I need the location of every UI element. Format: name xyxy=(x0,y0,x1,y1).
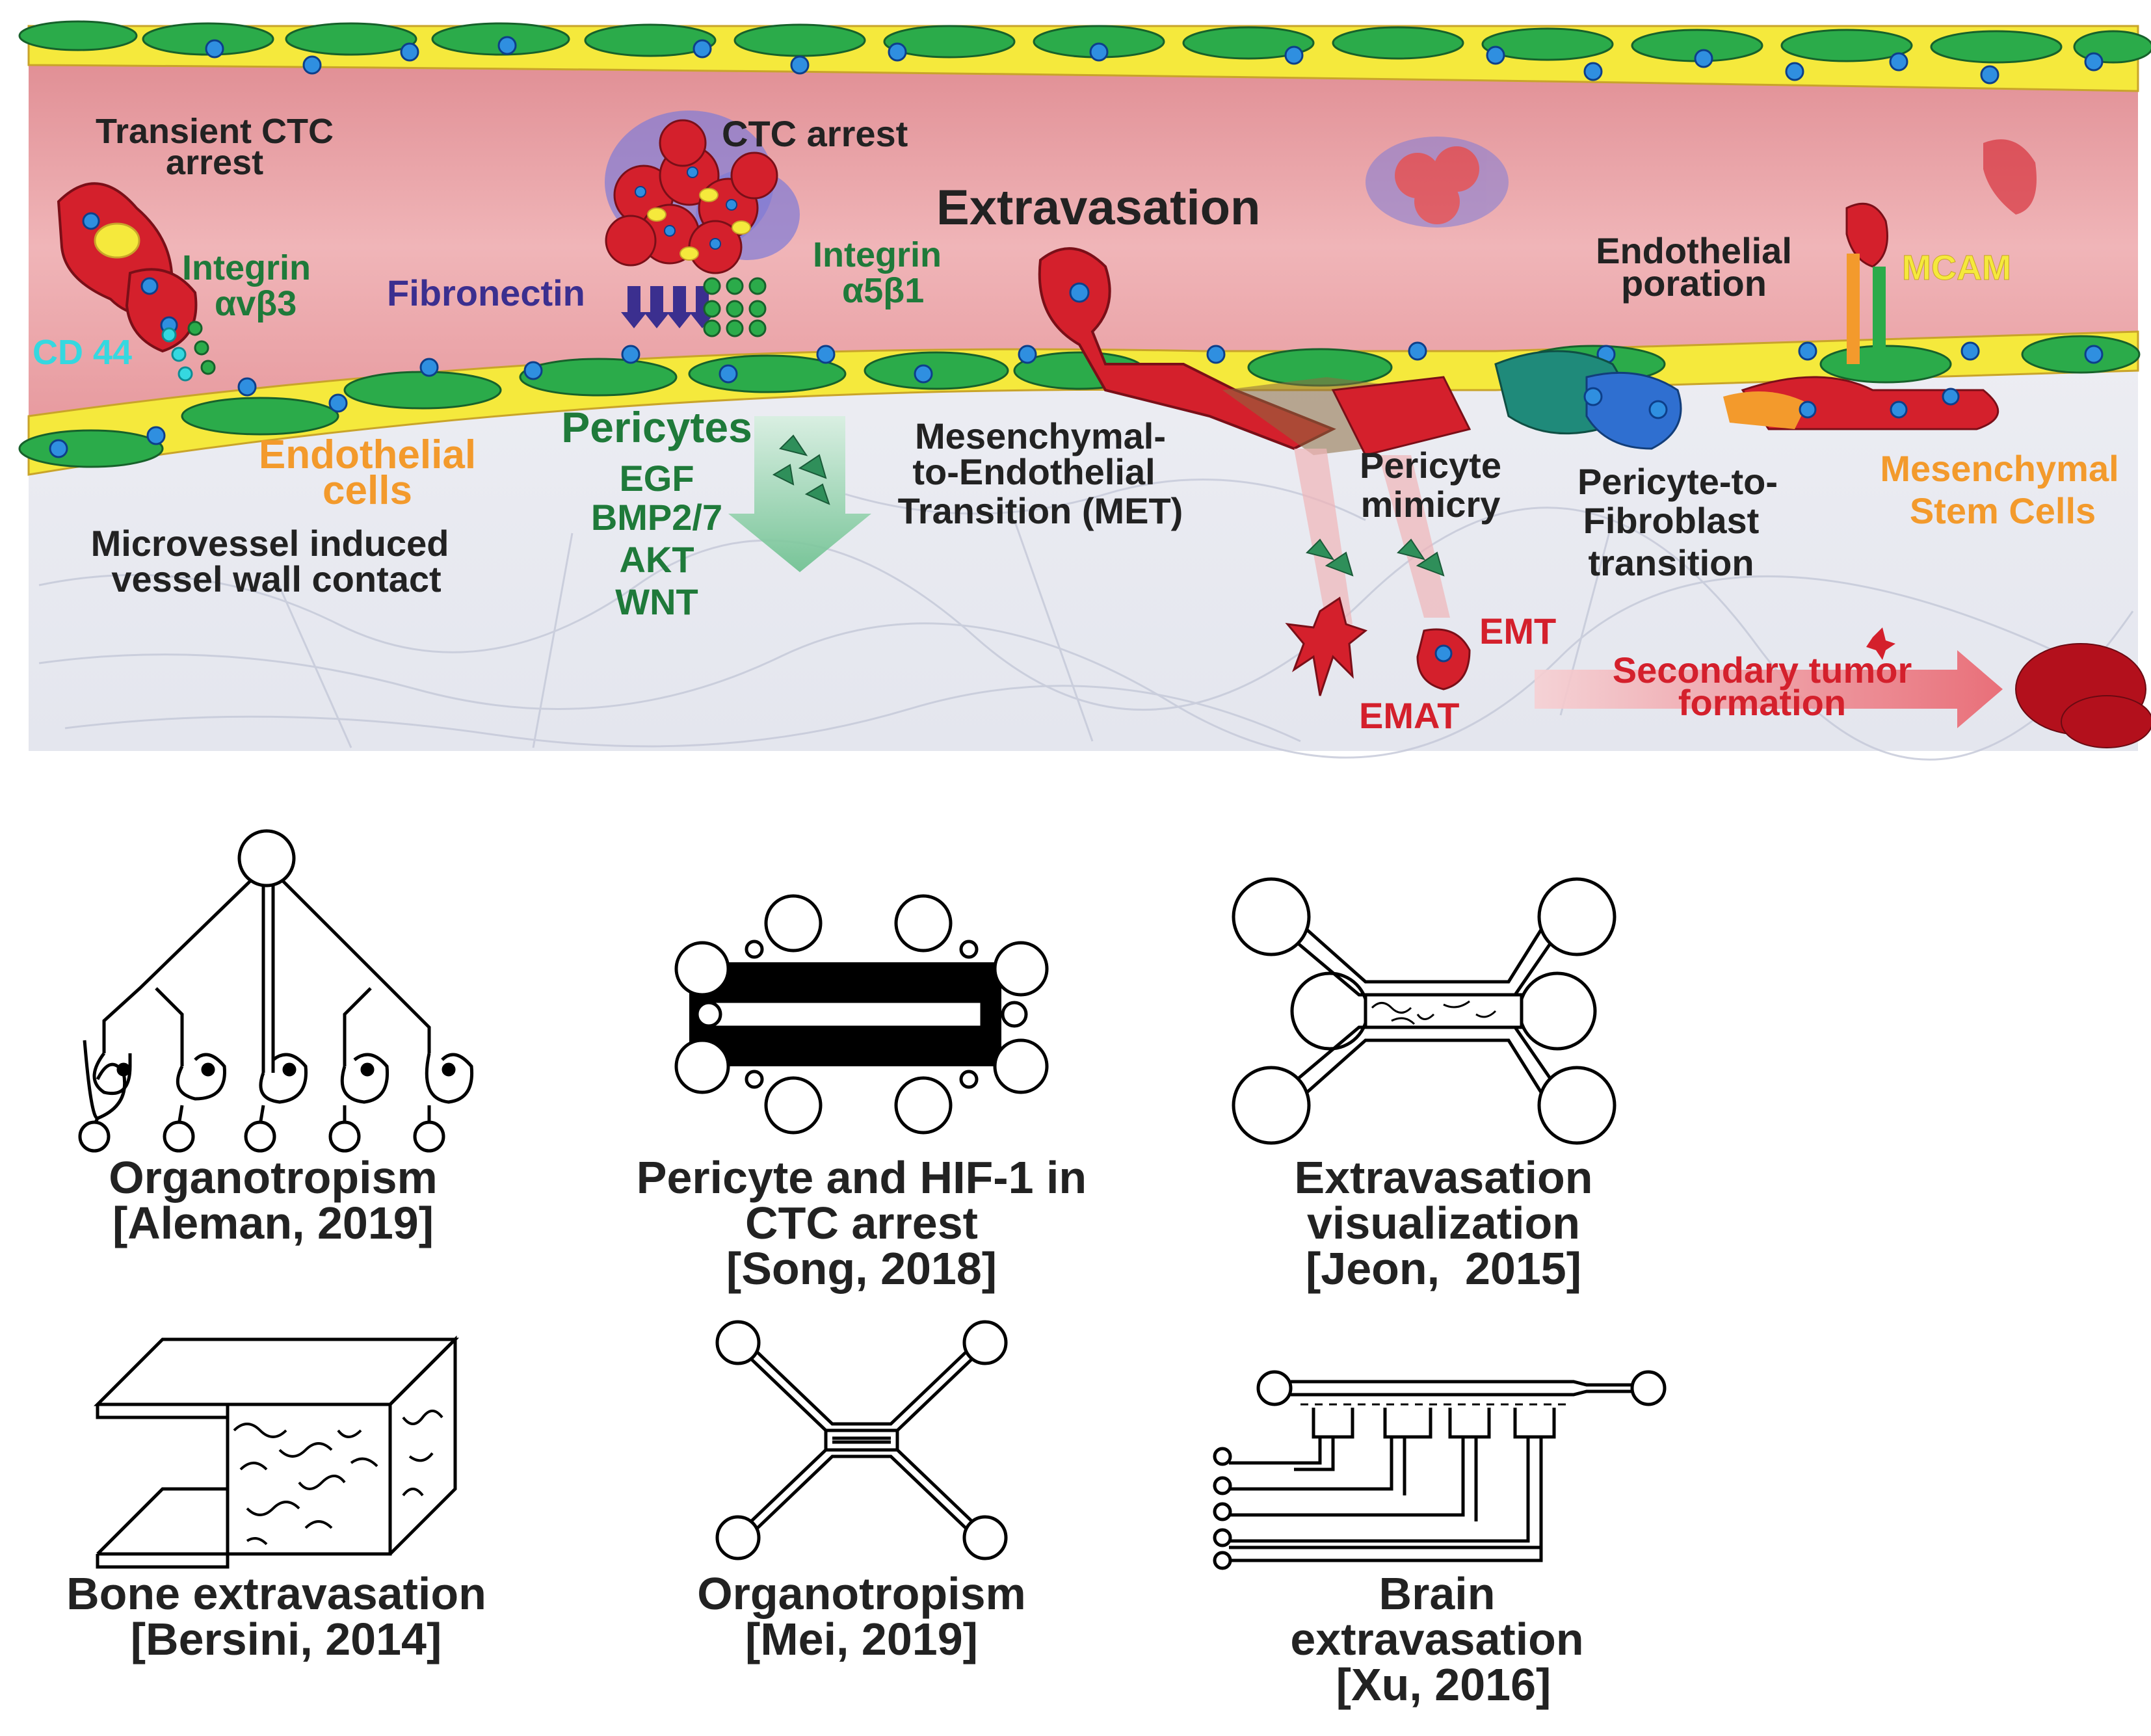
label-cd44: CD 44 xyxy=(33,333,132,372)
label-endothelial-cells-1: Endothelial xyxy=(259,432,476,477)
label-akt: AKT xyxy=(619,539,694,580)
label-pericytes: Pericytes xyxy=(561,403,752,451)
emat-cell xyxy=(1285,596,1368,696)
caption-mei-1: Organotropism xyxy=(697,1568,1026,1619)
label-met-1: Mesenchymal- xyxy=(915,415,1166,456)
bottom-nuclei xyxy=(49,341,2104,458)
label-mcam: MCAM xyxy=(1902,248,2011,287)
caption-song-2: CTC arrest xyxy=(745,1198,978,1248)
caption-bersini-1: Bone extravasation xyxy=(66,1568,486,1619)
extravasating-cell xyxy=(1038,247,1471,456)
circulating-cell-right xyxy=(1983,139,2037,215)
caption-xu-1: Brain xyxy=(1379,1568,1496,1619)
caption-jeon-2: visualization xyxy=(1307,1198,1580,1248)
label-transient-ctc-1: Transient CTC xyxy=(96,112,334,151)
label-wnt: WNT xyxy=(615,581,698,622)
pericyte-icon xyxy=(772,434,830,505)
label-integrin-avb3-1: Integrin xyxy=(182,248,311,287)
label-transient-ctc-2: arrest xyxy=(166,143,263,182)
device-captions: Organotropism [Aleman, 2019] Pericyte an… xyxy=(66,1152,1592,1710)
label-integrin-a5b1-2: α5β1 xyxy=(842,271,924,310)
label-pericyte-mimicry-2: mimicry xyxy=(1361,484,1501,525)
label-endothelial-cells-2: cells xyxy=(323,468,412,513)
label-endothelial-poration-1: Endothelial xyxy=(1596,230,1792,271)
label-msc-1: Mesenchymal xyxy=(1880,448,2118,489)
label-extravasation: Extravasation xyxy=(936,180,1260,235)
caption-bersini-2: [Bersini, 2014] xyxy=(131,1614,442,1664)
caption-jeon-3: [Jeon, 2015] xyxy=(1306,1243,1581,1294)
extravasation-schematic: Transient CTC arrest CTC arrest Extravas… xyxy=(18,20,2151,761)
caption-song-3: [Song, 2018] xyxy=(726,1243,997,1294)
secondary-tumor-mass xyxy=(2015,643,2151,748)
label-microvessel-1: Microvessel induced xyxy=(91,523,449,564)
device-aleman xyxy=(78,829,474,1153)
pericyte-fibroblast-cells xyxy=(1494,350,1682,450)
mimicry-beam-right xyxy=(1379,455,1450,618)
mcam-msc-cells xyxy=(1723,202,1999,430)
device-mei xyxy=(715,1320,1008,1560)
label-pericyte-mimicry-1: Pericyte xyxy=(1360,445,1501,486)
caption-mei-2: [Mei, 2019] xyxy=(745,1614,978,1664)
small-tumor-cell xyxy=(1866,627,1895,660)
device-song xyxy=(674,894,1049,1135)
transient-ctc-cells xyxy=(57,182,216,382)
device-xu xyxy=(1213,1370,1667,1570)
top-endothelial-cells xyxy=(18,20,2151,64)
ctc-arrest-cluster xyxy=(605,111,800,337)
pericyte-factor-arrow xyxy=(728,416,871,572)
label-egf: EGF xyxy=(619,458,694,499)
top-nuclei xyxy=(205,36,2104,85)
label-ctc-arrest: CTC arrest xyxy=(722,113,908,154)
device-bersini xyxy=(93,1335,460,1569)
fibronectin-arrows xyxy=(621,286,715,328)
label-emat: EMAT xyxy=(1359,695,1460,736)
label-secondary-tumor-1: Secondary tumor xyxy=(1613,650,1912,690)
label-met-3: Transition (MET) xyxy=(898,490,1183,531)
microfluidic-devices xyxy=(78,829,1667,1570)
label-secondary-tumor-2: formation xyxy=(1678,682,1846,723)
label-microvessel-2: vessel wall contact xyxy=(111,559,441,599)
label-met-2: to-Endothelial xyxy=(912,451,1155,492)
label-p2f-3: transition xyxy=(1588,542,1754,583)
label-bmp: BMP2/7 xyxy=(591,497,722,538)
caption-song-1: Pericyte and HIF-1 in xyxy=(637,1152,1087,1203)
caption-aleman-1: Organotropism xyxy=(109,1152,438,1203)
label-msc-2: Stem Cells xyxy=(1910,490,2096,531)
label-integrin-a5b1-1: Integrin xyxy=(813,235,942,274)
secondary-tumor-arrow xyxy=(1535,650,2003,728)
label-integrin-avb3-2: αvβ3 xyxy=(215,284,297,323)
label-endothelial-poration-2: poration xyxy=(1621,263,1767,304)
label-p2f-1: Pericyte-to- xyxy=(1577,461,1778,502)
caption-aleman-2: [Aleman, 2019] xyxy=(112,1198,434,1248)
caption-jeon-1: Extravasation xyxy=(1294,1152,1592,1203)
label-emt: EMT xyxy=(1479,611,1556,651)
caption-xu-3: [Xu, 2016] xyxy=(1336,1659,1551,1710)
mimicry-pericytes xyxy=(1306,538,1445,577)
device-jeon xyxy=(1232,877,1617,1145)
label-fibronectin: Fibronectin xyxy=(387,272,585,313)
circulating-cluster xyxy=(1366,137,1509,228)
vessel-lumen xyxy=(29,52,2138,442)
label-p2f-2: Fibroblast xyxy=(1583,500,1760,541)
mimicry-beam-left xyxy=(1294,449,1353,624)
caption-xu-2: extravasation xyxy=(1290,1614,1583,1664)
